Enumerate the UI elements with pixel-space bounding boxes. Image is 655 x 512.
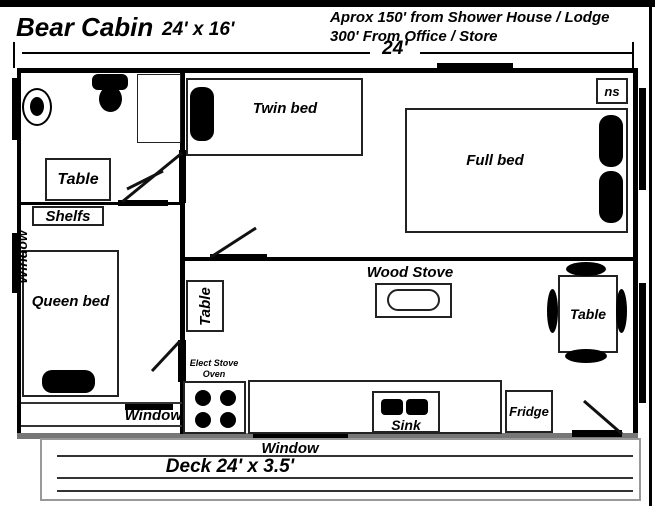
chair-icon-bottom <box>565 349 607 363</box>
bedroom-door-threshold <box>210 254 267 261</box>
window-marker-right-upper <box>639 88 646 190</box>
deck-plank-line-2 <box>57 477 633 479</box>
page-title: Bear Cabin <box>16 12 154 42</box>
fridge: Fridge <box>505 390 553 433</box>
dimension-line-right <box>420 52 632 54</box>
bathroom-sink-drain-icon <box>30 97 44 116</box>
queen-room-door <box>178 340 186 382</box>
queen-room-door-swing-line <box>150 339 182 373</box>
nightstand-label: ns <box>604 83 620 99</box>
distance-note-line1: Aprox 150' from Shower House / Lodge <box>330 9 610 26</box>
frame-top-bar <box>0 0 655 7</box>
wall-right <box>633 68 638 438</box>
burner-icon-1 <box>195 390 211 406</box>
bathroom-door-swing-line <box>121 151 183 204</box>
full-bed <box>405 108 628 233</box>
queen-bed-label: Queen bed <box>31 293 110 310</box>
burner-icon-3 <box>195 412 211 428</box>
deck-label: Deck 24' x 3.5' <box>165 456 295 477</box>
distance-note-line2: 300' From Office / Store <box>330 28 498 45</box>
wood-stove-label: Wood Stove <box>366 264 454 281</box>
cabin-size-label: 24' x 16' <box>162 19 235 40</box>
wall-bedroom-south <box>183 257 638 261</box>
full-bed-label: Full bed <box>466 152 524 169</box>
full-pillow-icon-1 <box>599 115 623 167</box>
window-marker-bottom-center <box>253 434 348 441</box>
bedroom-door-swing-line <box>210 226 257 259</box>
width-dimension-label: 24' <box>382 38 408 59</box>
window-marker-bottom-left <box>125 404 173 410</box>
window-label-left-text: Window <box>14 230 30 284</box>
chair-icon-left <box>547 289 558 333</box>
window-label-bottom-left: Window <box>124 407 182 424</box>
chair-icon-right <box>616 289 627 333</box>
sink-basin-icon-1 <box>381 399 403 415</box>
bathroom-table-label: Table <box>57 170 99 188</box>
bathroom-sink-icon <box>22 88 52 126</box>
kitchen-side-table: Table <box>186 280 224 332</box>
wall-bathroom-south <box>21 202 181 205</box>
fridge-label: Fridge <box>509 404 549 419</box>
shelfs-label: Shelfs <box>45 207 91 225</box>
frame-right-bar <box>649 0 652 506</box>
elect-stove-label-line2: Oven <box>202 369 226 379</box>
window-label-bottom-center: Window <box>261 440 319 457</box>
elect-stove-label: Elect Stove Oven <box>183 358 245 380</box>
toilet-bowl-icon <box>99 86 122 112</box>
dining-table: Table <box>558 275 618 353</box>
window-label-left: Window <box>6 218 38 296</box>
full-pillow-icon-2 <box>599 171 623 223</box>
window-marker-left-lower <box>12 233 18 293</box>
bathroom-table: Table <box>45 158 111 201</box>
window-sill-line-2 <box>21 425 182 427</box>
twin-bed-label: Twin bed <box>252 100 318 117</box>
queen-bed <box>22 250 119 397</box>
dimension-line-left <box>22 52 370 54</box>
shower-box <box>137 74 181 143</box>
wall-center-vertical <box>180 73 185 434</box>
queen-pillow-icon <box>42 370 95 393</box>
elect-stove-label-line1: Elect Stove <box>189 358 239 368</box>
dining-table-label: Table <box>569 306 607 322</box>
entry-door-threshold <box>572 430 622 437</box>
wall-top <box>17 68 638 73</box>
deck-plank-line-3 <box>57 490 633 492</box>
distance-note: Aprox 150' from Shower House / Lodge 300… <box>330 8 645 46</box>
sink-label: Sink <box>391 417 421 433</box>
shelfs: Shelfs <box>32 206 104 226</box>
burner-icon-2 <box>220 390 236 406</box>
wood-stove-top-icon <box>387 289 440 311</box>
chair-icon-top <box>566 262 606 276</box>
window-sill-line-1 <box>21 402 182 404</box>
window-marker-right-lower <box>639 283 646 403</box>
bathroom-door-threshold <box>118 200 168 206</box>
dimension-tick-right <box>632 42 634 68</box>
toilet-icon <box>92 74 128 90</box>
deck-plank-line-1 <box>57 455 633 457</box>
window-marker-top <box>437 63 513 73</box>
nightstand: ns <box>596 78 628 104</box>
wall-center-thick-segment <box>179 150 186 203</box>
bathroom-door-swing-line-2 <box>126 169 164 191</box>
twin-bed <box>186 78 363 156</box>
dimension-tick-left <box>13 42 15 68</box>
burner-icon-4 <box>220 412 236 428</box>
electric-stove <box>183 381 246 434</box>
twin-pillow-icon <box>190 87 214 141</box>
kitchen-side-table-label: Table <box>196 286 214 326</box>
sink-basin-icon-2 <box>406 399 428 415</box>
wall-left <box>17 68 21 438</box>
window-marker-left-upper <box>12 78 18 140</box>
